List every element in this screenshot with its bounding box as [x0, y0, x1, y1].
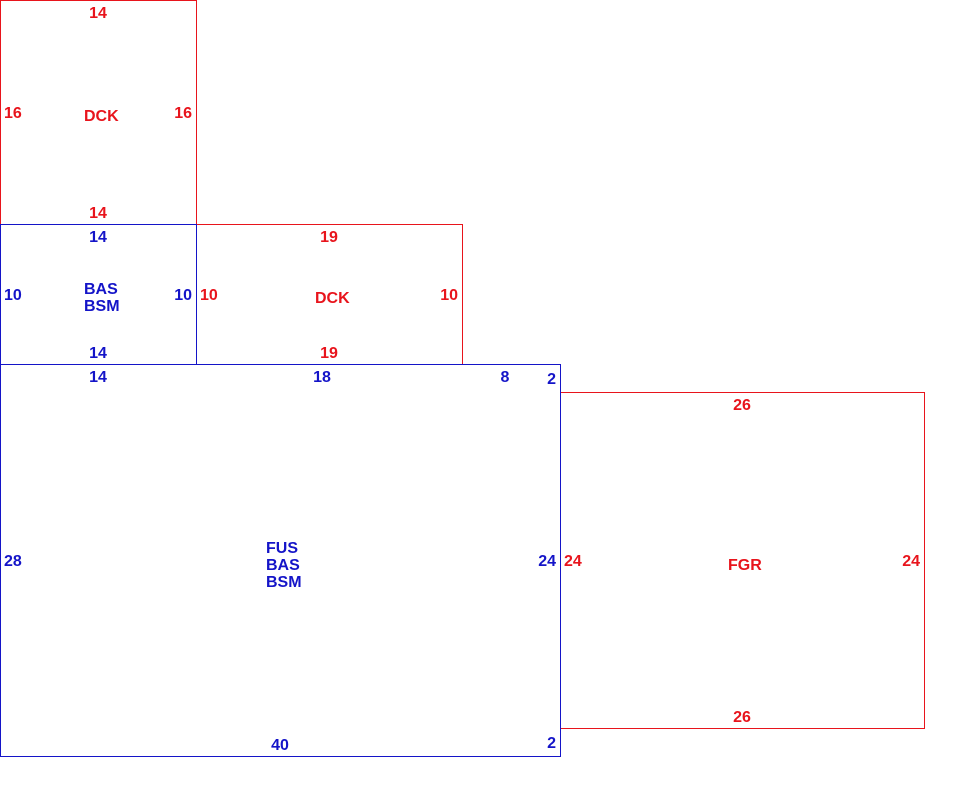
- main-dim-right-bottom: 2: [547, 735, 556, 752]
- bas-small-code-2: BSM: [84, 298, 120, 315]
- main-code-2: BAS: [266, 557, 300, 574]
- dck-mid-dim-left: 10: [200, 287, 218, 304]
- bas-small-dim-left: 10: [4, 287, 22, 304]
- bas-small-dim-top: 14: [89, 229, 107, 246]
- main-code-3: BSM: [266, 574, 302, 591]
- main-dim-top-mid: 18: [313, 369, 331, 386]
- area-dck-top: 14 16 16 DCK 14: [0, 0, 197, 225]
- dck-top-dim-left: 16: [4, 105, 22, 122]
- bas-small-dim-bottom: 14: [89, 345, 107, 362]
- main-dim-left: 28: [4, 553, 22, 570]
- area-main: 14 18 8 2 28 FUS BAS BSM 24 2 40: [0, 364, 561, 757]
- main-dim-top-left: 14: [89, 369, 107, 386]
- fgr-dim-top: 26: [733, 397, 751, 414]
- dck-top-dim-bottom: 14: [89, 205, 107, 222]
- fgr-code: FGR: [728, 557, 762, 574]
- main-dim-right-top: 2: [547, 371, 556, 388]
- fgr-dim-right: 24: [902, 553, 920, 570]
- dck-mid-code: DCK: [315, 290, 350, 307]
- area-bas-small: 14 10 BAS BSM 10 14: [0, 224, 197, 365]
- bas-small-dim-right: 10: [174, 287, 192, 304]
- main-outline: [0, 364, 561, 757]
- bas-small-code-1: BAS: [84, 281, 118, 298]
- dck-mid-dim-right: 10: [440, 287, 458, 304]
- area-dck-mid: 19 10 DCK 10 19: [196, 224, 463, 365]
- main-dim-bottom: 40: [271, 737, 289, 754]
- area-fgr: 26 24 FGR 24 26: [560, 392, 925, 729]
- dck-top-code: DCK: [84, 108, 119, 125]
- fgr-dim-bottom: 26: [733, 709, 751, 726]
- main-code-1: FUS: [266, 540, 298, 557]
- main-dim-right: 24: [538, 553, 556, 570]
- dck-top-dim-top: 14: [89, 5, 107, 22]
- dck-mid-dim-top: 19: [320, 229, 338, 246]
- main-dim-top-right: 8: [501, 369, 510, 386]
- fgr-dim-left: 24: [564, 553, 582, 570]
- dck-top-dim-right: 16: [174, 105, 192, 122]
- dck-mid-dim-bottom: 19: [320, 345, 338, 362]
